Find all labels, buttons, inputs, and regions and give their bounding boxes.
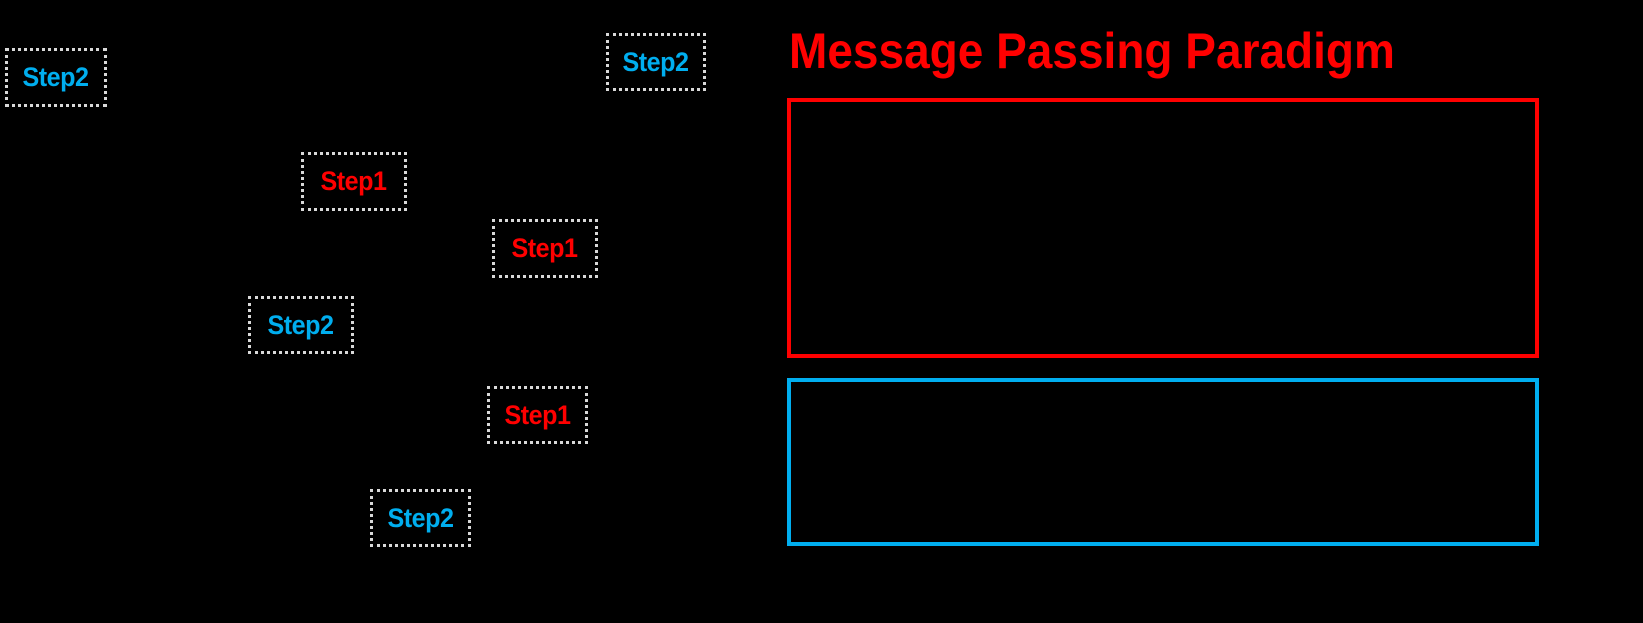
step-chip-step2-6[interactable]: Step2: [370, 489, 471, 547]
step-chip-label: Step2: [387, 502, 454, 533]
step-chip-label: Step2: [622, 46, 690, 77]
step-chip-step2-0[interactable]: Step2: [5, 48, 107, 107]
cyan-content-box[interactable]: [787, 378, 1539, 546]
red-content-box[interactable]: [787, 98, 1539, 358]
cyan-content-box-text: [791, 382, 1535, 402]
step-chip-step2-4[interactable]: Step2: [248, 296, 354, 354]
red-content-box-text: [791, 102, 1535, 122]
step-chip-label: Step2: [22, 62, 90, 92]
step-chip-label: Step1: [504, 399, 571, 430]
step-chip-step1-2[interactable]: Step1: [301, 152, 407, 211]
step-chip-step1-3[interactable]: Step1: [492, 219, 598, 278]
step-chip-step1-5[interactable]: Step1: [487, 386, 588, 444]
step-chip-label: Step1: [320, 166, 388, 196]
step-chip-label: Step1: [511, 233, 579, 263]
page-title: Message Passing Paradigm: [789, 23, 1395, 79]
step-chip-step2-1[interactable]: Step2: [606, 33, 706, 91]
step-chip-label: Step2: [267, 309, 335, 340]
